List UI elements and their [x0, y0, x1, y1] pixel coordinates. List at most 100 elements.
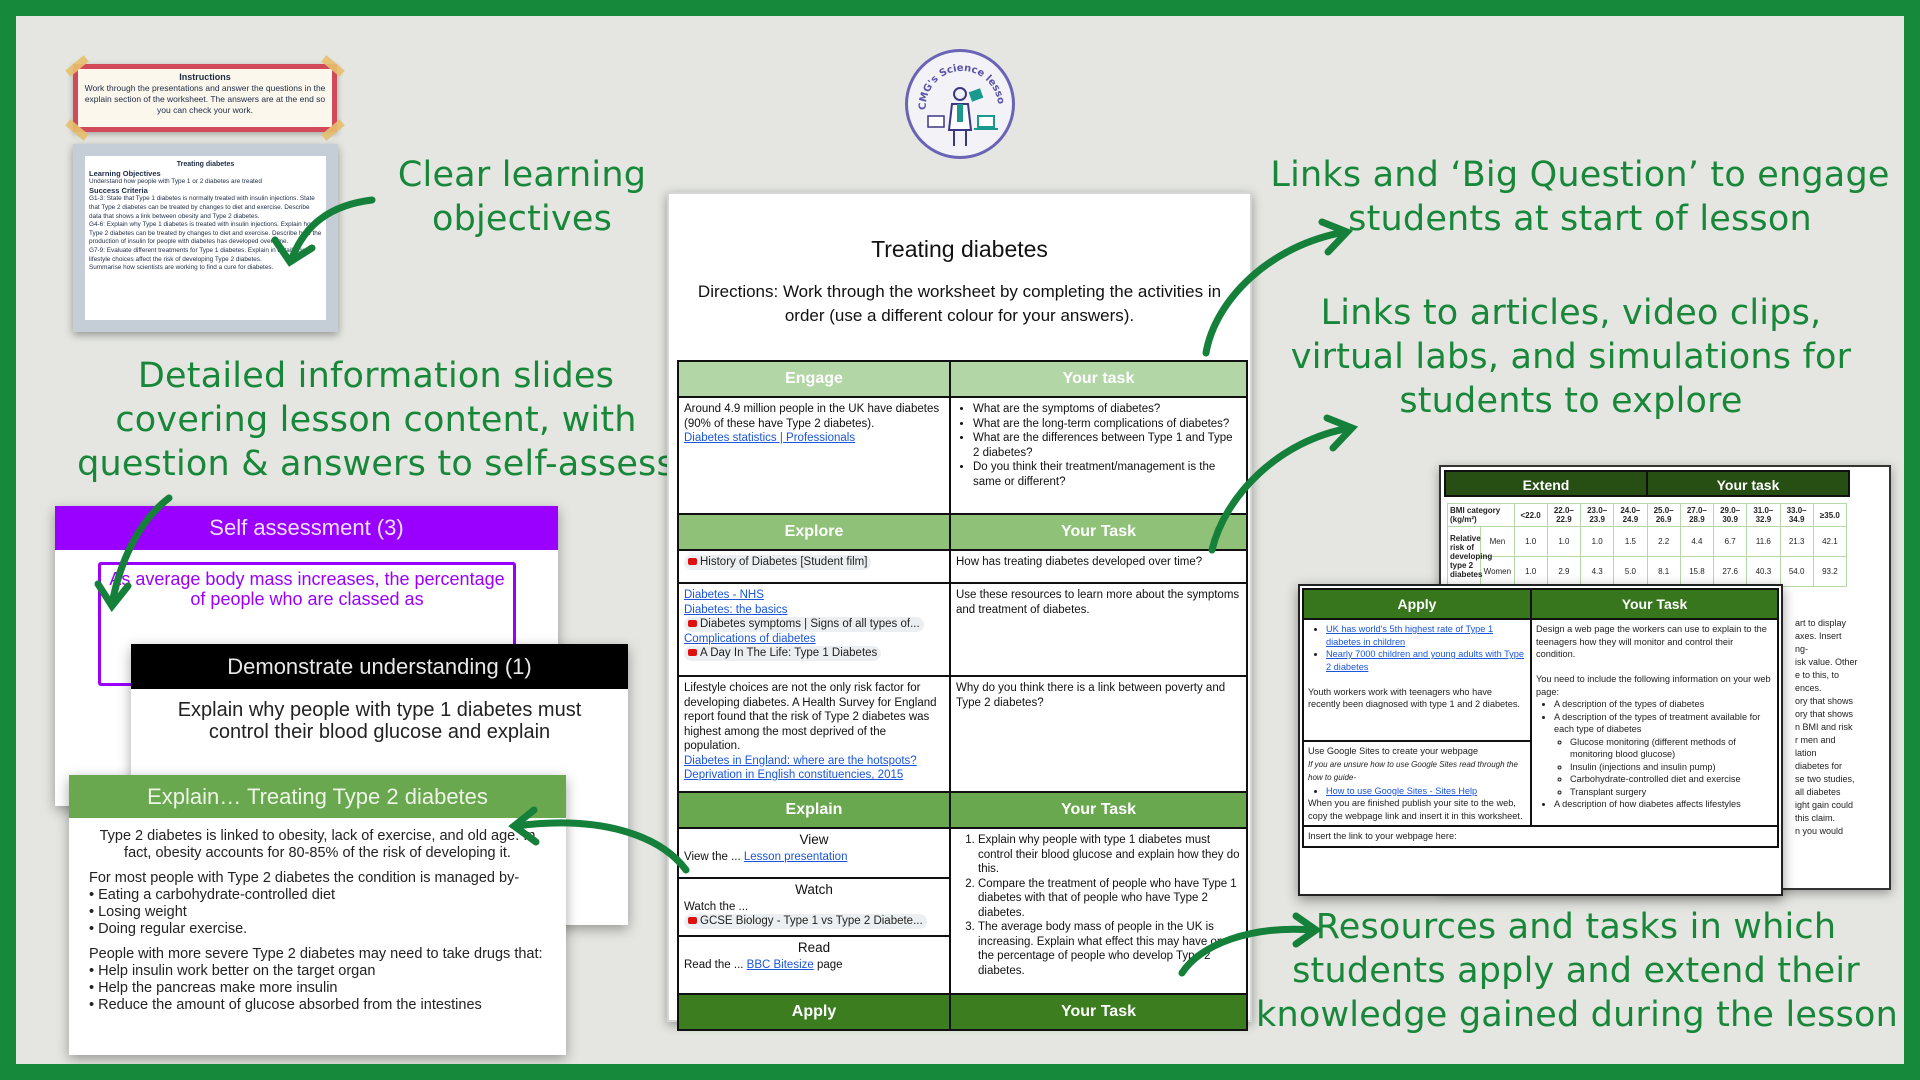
bmi-category-label: BMI category (kg/m²)	[1447, 503, 1515, 527]
youtube-chip[interactable]: GCSE Biology - Type 1 vs Type 2 Diabete.…	[684, 914, 927, 929]
lesson-presentation-link[interactable]: Lesson presentation	[743, 850, 848, 863]
fragment-line: this claim.	[1795, 813, 1836, 823]
slide-intro: Type 2 diabetes is linked to obesity, la…	[99, 828, 536, 861]
type2-children-link[interactable]: Nearly 7000 children and young adults wi…	[1326, 649, 1524, 672]
watch-label: Watch	[795, 882, 833, 897]
fragment-line: n BMI and risk	[1795, 722, 1853, 732]
task-header: Your Task	[949, 513, 1248, 551]
task-text: How has treating diabetes developed over…	[949, 549, 1248, 584]
include-item: A description of the types of treatment …	[1554, 711, 1761, 735]
worksheet-title: Treating diabetes	[871, 236, 1048, 262]
callout-line: virtual labs, and simulations for	[1290, 337, 1852, 377]
risk-value-cell: 2.2	[1646, 526, 1681, 557]
fragment-line: ng-	[1795, 644, 1809, 654]
bmi-category-cell: <22.0	[1513, 503, 1548, 527]
bmi-category-cell: 23.0–23.9	[1579, 503, 1615, 527]
fragment-line: ory that shows	[1795, 709, 1854, 719]
learning-objectives-card: Treating diabetes Learning Objectives Un…	[73, 144, 338, 332]
google-sites-help-link[interactable]: How to use Google Sites - Sites Help	[1326, 785, 1478, 796]
callout-line: Detailed information slides	[137, 356, 615, 396]
fragment-line: lation	[1795, 748, 1817, 758]
callout-line: students to explore	[1399, 381, 1743, 421]
bmi-category-cell: 22.0–22.9	[1546, 503, 1582, 527]
explore-header-row: Explore Your Task	[677, 513, 1248, 551]
drugs-heading: People with more severe Type 2 diabetes …	[89, 946, 543, 962]
risk-value-cell: 21.3	[1779, 526, 1814, 557]
risk-value-cell: 42.1	[1812, 526, 1848, 557]
bmi-category-cell: 27.0–28.9	[1679, 503, 1715, 527]
fragment-line: isk value. Other	[1795, 657, 1858, 667]
slide-question: Explain why people with type 1 diabetes …	[177, 699, 582, 743]
youtube-chip[interactable]: History of Diabetes [Student film]	[684, 555, 872, 570]
bmi-category-cell: 25.0–26.9	[1646, 503, 1681, 527]
insert-link-field[interactable]: Insert the link to your webpage here:	[1302, 825, 1779, 848]
bmi-category-cell: 31.0–32.9	[1746, 503, 1781, 527]
treatment-item: Glucose monitoring (different methods of…	[1570, 736, 1773, 761]
success-criteria-heading: Success Criteria	[89, 185, 148, 195]
slide-question: As average body mass increases, the perc…	[98, 562, 516, 686]
bbc-bitesize-link[interactable]: BBC Bitesize	[746, 958, 814, 971]
risk-value-cell: 93.2	[1812, 556, 1848, 587]
deprivation-link[interactable]: Deprivation in English constituencies, 2…	[684, 769, 904, 781]
risk-value-cell: 8.1	[1646, 556, 1681, 587]
task-item: What are the symptoms of diabetes?	[973, 402, 1241, 417]
drugs-item: • Help the pancreas make more insulin	[89, 980, 338, 996]
risk-value-cell: 1.0	[1513, 526, 1548, 557]
cmg-science-lessons-logo: CMG's Science lessons	[904, 44, 1015, 159]
nhs-link[interactable]: Diabetes - NHS	[684, 589, 764, 601]
task-item: Compare the treatment of people who have…	[978, 877, 1241, 921]
instructions-card: Instructions Work through the presentati…	[65, 55, 345, 141]
diabetes-statistics-link[interactable]: Diabetes statistics | Professionals	[684, 432, 856, 444]
complications-link[interactable]: Complications of diabetes	[684, 632, 816, 645]
fragment-line: e to this, to	[1795, 670, 1840, 680]
youtube-chip[interactable]: Diabetes symptoms | Signs of all types o…	[684, 617, 924, 632]
task-header: Your Task	[949, 791, 1248, 829]
callout-line: Clear learning	[397, 155, 647, 195]
managed-heading: For most people with Type 2 diabetes the…	[89, 870, 520, 886]
criteria-item: G7-9: Evaluate different treatments for …	[89, 246, 307, 263]
table-row: Lifestyle choices are not the only risk …	[677, 675, 1248, 793]
criteria-item: G4-6: Explain why Type 1 diabetes is tre…	[89, 221, 322, 246]
promo-canvas: Clear learning objectives Detailed infor…	[16, 16, 1904, 1064]
youtube-icon	[688, 917, 697, 924]
drugs-item: • Reduce the amount of glucose absorbed …	[89, 997, 482, 1013]
objectives-heading: Learning Objectives	[89, 168, 161, 178]
risk-row: Relative risk of developing type 2 diabe…	[1446, 526, 1848, 587]
sex-label: Women	[1480, 556, 1515, 587]
fragment-line: all diabetes	[1795, 787, 1841, 797]
callout-learning-objectives: Clear learning objectives	[372, 153, 672, 241]
hotspots-link[interactable]: Diabetes in England: where are the hotsp…	[684, 754, 917, 767]
fragment-line: axes. Insert	[1795, 631, 1842, 641]
callout-line: Links to articles, video clips,	[1320, 293, 1822, 333]
read-label: Read	[797, 940, 831, 955]
publish-text: When you are finished publish your site …	[1308, 798, 1523, 821]
explain-header: Explain	[677, 791, 951, 829]
youtube-chip[interactable]: A Day In The Life: Type 1 Diabetes	[684, 646, 882, 661]
apply-header: Apply	[677, 993, 951, 1031]
risk-label: Relative risk of developing type 2 diabe…	[1446, 526, 1492, 587]
engage-header: Engage	[677, 360, 951, 398]
sites-text: Use Google Sites to create your webpage	[1308, 746, 1479, 756]
cut-off-task-text: art to display axes. Insert ng-isk value. …	[1795, 617, 1887, 838]
task-item: What are the differences between Type 1 …	[973, 431, 1241, 460]
table-row: History of Diabetes [Student film] How h…	[677, 549, 1248, 584]
callout-resources: Resources and tasks in which students ap…	[1256, 905, 1898, 1037]
task-text: Use these resources to learn more about …	[949, 582, 1248, 677]
instructions-title: Instructions	[179, 72, 231, 82]
objective-text: Understand how people with Type 1 or 2 d…	[89, 178, 262, 186]
view-label: View	[799, 832, 829, 847]
basics-link[interactable]: Diabetes: the basics	[684, 603, 788, 616]
fragment-line: ences.	[1795, 683, 1822, 693]
treatment-item: Transplant surgery	[1570, 786, 1773, 799]
task-item: What are the long-term complications of …	[973, 417, 1241, 432]
fragment-line: ory that shows	[1795, 696, 1854, 706]
task-header: Your Task	[949, 993, 1248, 1031]
apply-header-row: Apply Your Task	[677, 993, 1248, 1031]
fragment-line: art to display	[1795, 618, 1847, 628]
task-item: Explain why people with type 1 diabetes …	[978, 833, 1241, 877]
callout-information-slides: Detailed information slides covering les…	[56, 354, 696, 486]
type1-rate-link[interactable]: UK has world's 5th highest rate of Type …	[1326, 624, 1494, 647]
